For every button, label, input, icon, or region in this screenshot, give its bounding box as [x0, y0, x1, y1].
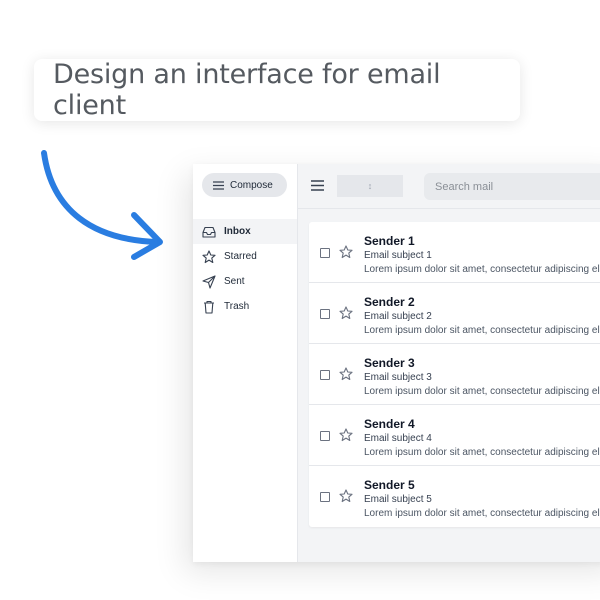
sidebar-item-label: Trash — [224, 301, 250, 312]
sidebar-item-trash[interactable]: Trash — [193, 294, 297, 319]
email-subject: Email subject 4 — [364, 433, 432, 444]
sidebar-item-starred[interactable]: Starred — [193, 244, 297, 269]
email-row[interactable]: Sender 5 Email subject 5 Lorem ipsum dol… — [309, 466, 600, 527]
menu-icon — [213, 180, 224, 190]
email-row[interactable]: Sender 3 Email subject 3 Lorem ipsum dol… — [309, 344, 600, 405]
select-checkbox[interactable] — [320, 309, 330, 319]
sort-glyph: ↕ — [367, 181, 373, 191]
email-subject: Email subject 1 — [364, 250, 432, 261]
select-checkbox[interactable] — [320, 370, 330, 380]
star-icon[interactable] — [339, 245, 353, 259]
star-icon[interactable] — [339, 428, 353, 442]
hamburger-menu-icon[interactable] — [311, 179, 324, 192]
sidebar: Compose Inbox Starred Sent — [193, 164, 298, 562]
star-icon[interactable] — [339, 306, 353, 320]
toolbar-placeholder[interactable]: ↕ — [337, 175, 403, 197]
compose-button[interactable]: Compose — [202, 173, 287, 197]
star-icon[interactable] — [339, 489, 353, 503]
star-icon — [202, 249, 216, 264]
folder-nav: Inbox Starred Sent Trash — [193, 219, 297, 319]
trash-icon — [202, 300, 216, 314]
email-preview: Lorem ipsum dolor sit amet, consectetur … — [364, 508, 600, 519]
inbox-icon — [202, 225, 216, 239]
email-row[interactable]: Sender 1 Email subject 1 Lorem ipsum dol… — [309, 222, 600, 283]
email-sender: Sender 3 — [364, 356, 415, 370]
email-subject: Email subject 3 — [364, 372, 432, 383]
sidebar-item-sent[interactable]: Sent — [193, 269, 297, 294]
email-sender: Sender 1 — [364, 234, 415, 248]
sidebar-item-label: Sent — [224, 276, 245, 287]
sidebar-item-inbox[interactable]: Inbox — [193, 219, 297, 244]
email-preview: Lorem ipsum dolor sit amet, consectetur … — [364, 447, 600, 458]
sidebar-item-label: Inbox — [224, 226, 251, 237]
email-row[interactable]: Sender 4 Email subject 4 Lorem ipsum dol… — [309, 405, 600, 466]
prompt-bubble: Design an interface for email client — [34, 59, 520, 121]
prompt-text: Design an interface for email client — [53, 59, 441, 121]
email-client-window: Compose Inbox Starred Sent — [193, 164, 600, 562]
email-preview: Lorem ipsum dolor sit amet, consectetur … — [364, 386, 600, 397]
compose-label: Compose — [230, 179, 273, 191]
star-icon[interactable] — [339, 367, 353, 381]
email-list: Sender 1 Email subject 1 Lorem ipsum dol… — [309, 222, 600, 527]
email-preview: Lorem ipsum dolor sit amet, consectetur … — [364, 264, 600, 275]
sidebar-item-label: Starred — [224, 251, 257, 262]
email-sender: Sender 4 — [364, 417, 415, 431]
email-row[interactable]: Sender 2 Email subject 2 Lorem ipsum dol… — [309, 283, 600, 344]
email-sender: Sender 5 — [364, 478, 415, 492]
select-checkbox[interactable] — [320, 248, 330, 258]
search-input[interactable] — [424, 173, 600, 200]
send-icon — [202, 274, 216, 289]
email-preview: Lorem ipsum dolor sit amet, consectetur … — [364, 325, 600, 336]
email-subject: Email subject 5 — [364, 494, 432, 505]
select-checkbox[interactable] — [320, 492, 330, 502]
email-sender: Sender 2 — [364, 295, 415, 309]
topbar: ↕ — [298, 164, 600, 209]
email-subject: Email subject 2 — [364, 311, 432, 322]
curved-arrow-icon — [41, 150, 163, 260]
select-checkbox[interactable] — [320, 431, 330, 441]
